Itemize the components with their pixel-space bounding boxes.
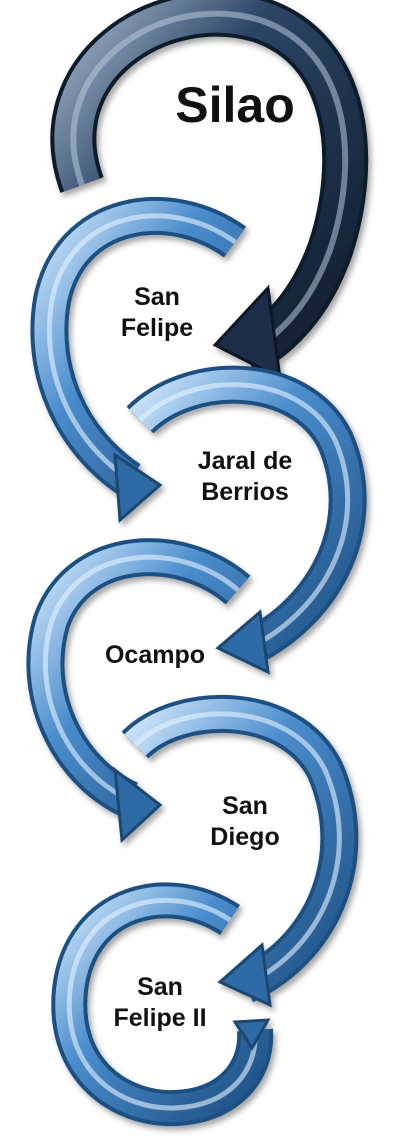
step-label-ocampo: Ocampo (80, 640, 230, 671)
step-label-line: Diego (210, 822, 280, 851)
step-label-line: Felipe (120, 313, 194, 342)
arrow-san-diego (121, 694, 359, 1008)
step-label-silao: Silao (150, 80, 320, 130)
step-label-line: Jaral de (197, 447, 293, 475)
step-label-line: San (222, 792, 268, 820)
step-label-san-felipe: San Felipe (92, 282, 222, 343)
arrow-ocampo (26, 538, 251, 844)
step-label-line: Felipe II (113, 1003, 207, 1032)
step-label-jaral-de-berrios: Jaral de Berrios (170, 446, 320, 507)
step-label-san-diego: San Diego (175, 791, 315, 852)
step-label-line: Ocampo (104, 641, 206, 669)
arrow-san-felipe-ii (51, 882, 274, 1127)
step-label-san-felipe-ii: San Felipe II (85, 972, 235, 1033)
step-label-line: San (134, 283, 180, 311)
step-label-line: Silao (175, 77, 295, 133)
step-label-line: Berrios (201, 477, 289, 506)
arrow-jaral-de-berrios (126, 365, 367, 675)
step-label-line: San (137, 973, 183, 1001)
arrow-san-felipe (30, 196, 247, 524)
arrow-silao (50, 0, 369, 381)
